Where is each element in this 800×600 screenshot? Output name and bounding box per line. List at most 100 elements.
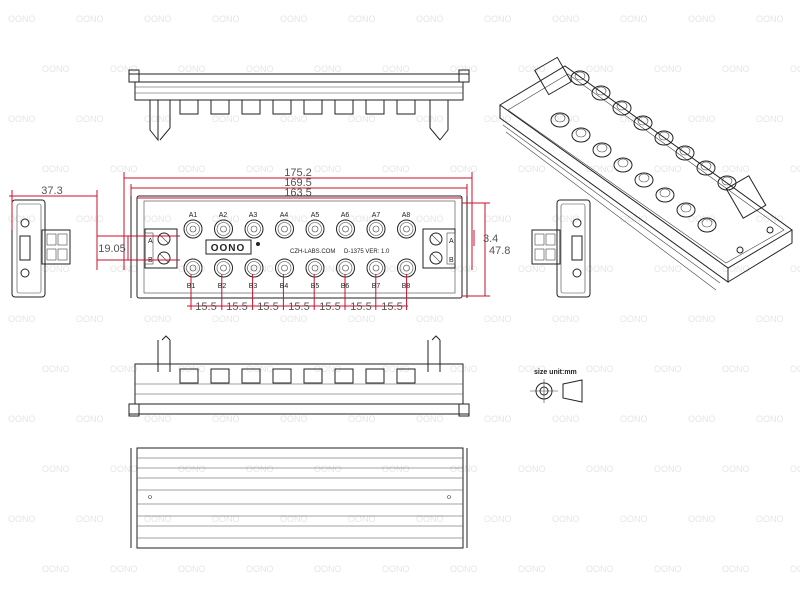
watermark-text: OONO bbox=[484, 214, 512, 224]
watermark-text: OONO bbox=[280, 114, 308, 124]
watermark-text: OONO bbox=[688, 514, 716, 524]
watermark-text: OONO bbox=[76, 514, 104, 524]
watermark-text: OONO bbox=[416, 514, 444, 524]
jack-body bbox=[303, 368, 323, 384]
watermark-text: OONO bbox=[654, 364, 682, 374]
watermark-text: OONO bbox=[518, 564, 546, 574]
watermark-text: OONO bbox=[756, 14, 784, 24]
channel-labels-bottom: B1 B2 B3 B4 B5 B6 B7 B8 bbox=[187, 283, 411, 290]
watermark-text: OONO bbox=[416, 414, 444, 424]
watermark-text: OONO bbox=[314, 564, 342, 574]
watermark-text: OONO bbox=[246, 64, 274, 74]
watermark-text: OONO bbox=[450, 464, 478, 474]
jack-connector-icon bbox=[633, 115, 653, 131]
jack-connector-icon bbox=[592, 142, 612, 158]
jack-body bbox=[272, 99, 292, 115]
watermark-text: OONO bbox=[8, 414, 36, 424]
watermark-text: OONO bbox=[280, 314, 308, 324]
watermark-text: OONO bbox=[314, 364, 342, 374]
watermark-text: OONO bbox=[756, 514, 784, 524]
jack-connector-icon bbox=[571, 127, 591, 143]
watermark-text: OONO bbox=[416, 314, 444, 324]
channel-label-b8: B8 bbox=[402, 283, 411, 290]
channel-label-a4: A4 bbox=[280, 212, 289, 219]
watermark-text: OONO bbox=[518, 264, 546, 274]
watermark-text: OONO bbox=[552, 114, 580, 124]
watermark-text: OONO bbox=[620, 214, 648, 224]
watermark-text: OONO bbox=[722, 564, 750, 574]
watermark-text: OONO bbox=[382, 164, 410, 174]
watermark-text: OONO bbox=[484, 14, 512, 24]
watermark-text: OONO bbox=[790, 464, 800, 474]
watermark-text: OONO bbox=[212, 14, 240, 24]
watermark-text: OONO bbox=[178, 264, 206, 274]
watermark-text: OONO bbox=[654, 64, 682, 74]
dim-side-depth: 37.3 bbox=[41, 185, 62, 197]
watermark-text: OONO bbox=[484, 314, 512, 324]
watermark-text: OONO bbox=[314, 464, 342, 474]
watermark-text: OONO bbox=[518, 64, 546, 74]
watermark-text: OONO bbox=[76, 214, 104, 224]
watermark-text: OONO bbox=[790, 364, 800, 374]
jack-connector-icon bbox=[397, 219, 416, 239]
watermark-text: OONO bbox=[76, 14, 104, 24]
jack-connector-icon bbox=[697, 217, 717, 233]
jack-connector-icon bbox=[336, 219, 355, 239]
channel-label-a1: A1 bbox=[189, 212, 198, 219]
watermark-text: OONO bbox=[620, 14, 648, 24]
jack-connector-icon bbox=[696, 160, 716, 176]
jack-connector-icon bbox=[305, 219, 325, 239]
watermark-text: OONO bbox=[8, 114, 36, 124]
jack-body bbox=[365, 99, 385, 115]
watermark-text: OONO bbox=[144, 214, 172, 224]
jack-body bbox=[272, 368, 292, 384]
watermark-text: OONO bbox=[722, 364, 750, 374]
watermark-text: OONO bbox=[484, 514, 512, 524]
jack-connector-icon bbox=[591, 85, 611, 101]
pitch-labels: 15.5 15.5 15.5 15.5 15.5 15.5 15.5 bbox=[195, 301, 402, 313]
channel-label-a8: A8 bbox=[402, 212, 411, 219]
jack-connector-icon bbox=[634, 172, 654, 188]
jack-body bbox=[210, 368, 230, 384]
bottom-view bbox=[130, 447, 468, 549]
channel-label-b5: B5 bbox=[311, 283, 320, 290]
watermark-text: OONO bbox=[688, 414, 716, 424]
watermark-text: OONO bbox=[450, 64, 478, 74]
jack-connector-icon bbox=[550, 112, 570, 128]
pitch-label: 15.5 bbox=[257, 301, 278, 313]
watermark-text: OONO bbox=[756, 114, 784, 124]
jack-connector-icon bbox=[183, 219, 203, 239]
watermark-text: OONO bbox=[552, 314, 580, 324]
front-view-top bbox=[128, 69, 470, 142]
watermark-text: OONO bbox=[450, 564, 478, 574]
watermark-text: OONO bbox=[280, 514, 308, 524]
watermark-text: OONO bbox=[212, 414, 240, 424]
watermark-text: OONO bbox=[42, 564, 70, 574]
watermark-text: OONO bbox=[586, 164, 614, 174]
side-view-left bbox=[11, 199, 71, 298]
watermark-text: OONO bbox=[654, 564, 682, 574]
watermark-text: OONO bbox=[144, 14, 172, 24]
watermark-text: OONO bbox=[348, 214, 376, 224]
jack-body bbox=[365, 368, 385, 384]
watermark-text: OONO bbox=[688, 114, 716, 124]
channel-label-b3: B3 bbox=[249, 283, 258, 290]
watermark-text: OONO bbox=[654, 464, 682, 474]
watermark-text: OONO bbox=[382, 364, 410, 374]
isometric-view bbox=[499, 56, 793, 291]
dim-body-width: 163.5 bbox=[284, 187, 312, 199]
watermark-text: OONO bbox=[110, 464, 138, 474]
jack-body bbox=[179, 99, 199, 115]
watermark-text: OONO bbox=[382, 264, 410, 274]
watermark-text: OONO bbox=[484, 414, 512, 424]
terminal-right-a: A bbox=[449, 238, 454, 245]
watermark-text: OONO bbox=[518, 364, 546, 374]
watermark-text: OONO bbox=[756, 414, 784, 424]
pitch-label: 15.5 bbox=[195, 301, 216, 313]
pitch-label: 15.5 bbox=[226, 301, 247, 313]
channel-label-a6: A6 bbox=[341, 212, 350, 219]
pitch-label: 15.5 bbox=[381, 301, 402, 313]
watermark-text: OONO bbox=[620, 314, 648, 324]
dim-mount-width: 169.5 bbox=[284, 177, 312, 189]
watermark-text: OONO bbox=[144, 414, 172, 424]
